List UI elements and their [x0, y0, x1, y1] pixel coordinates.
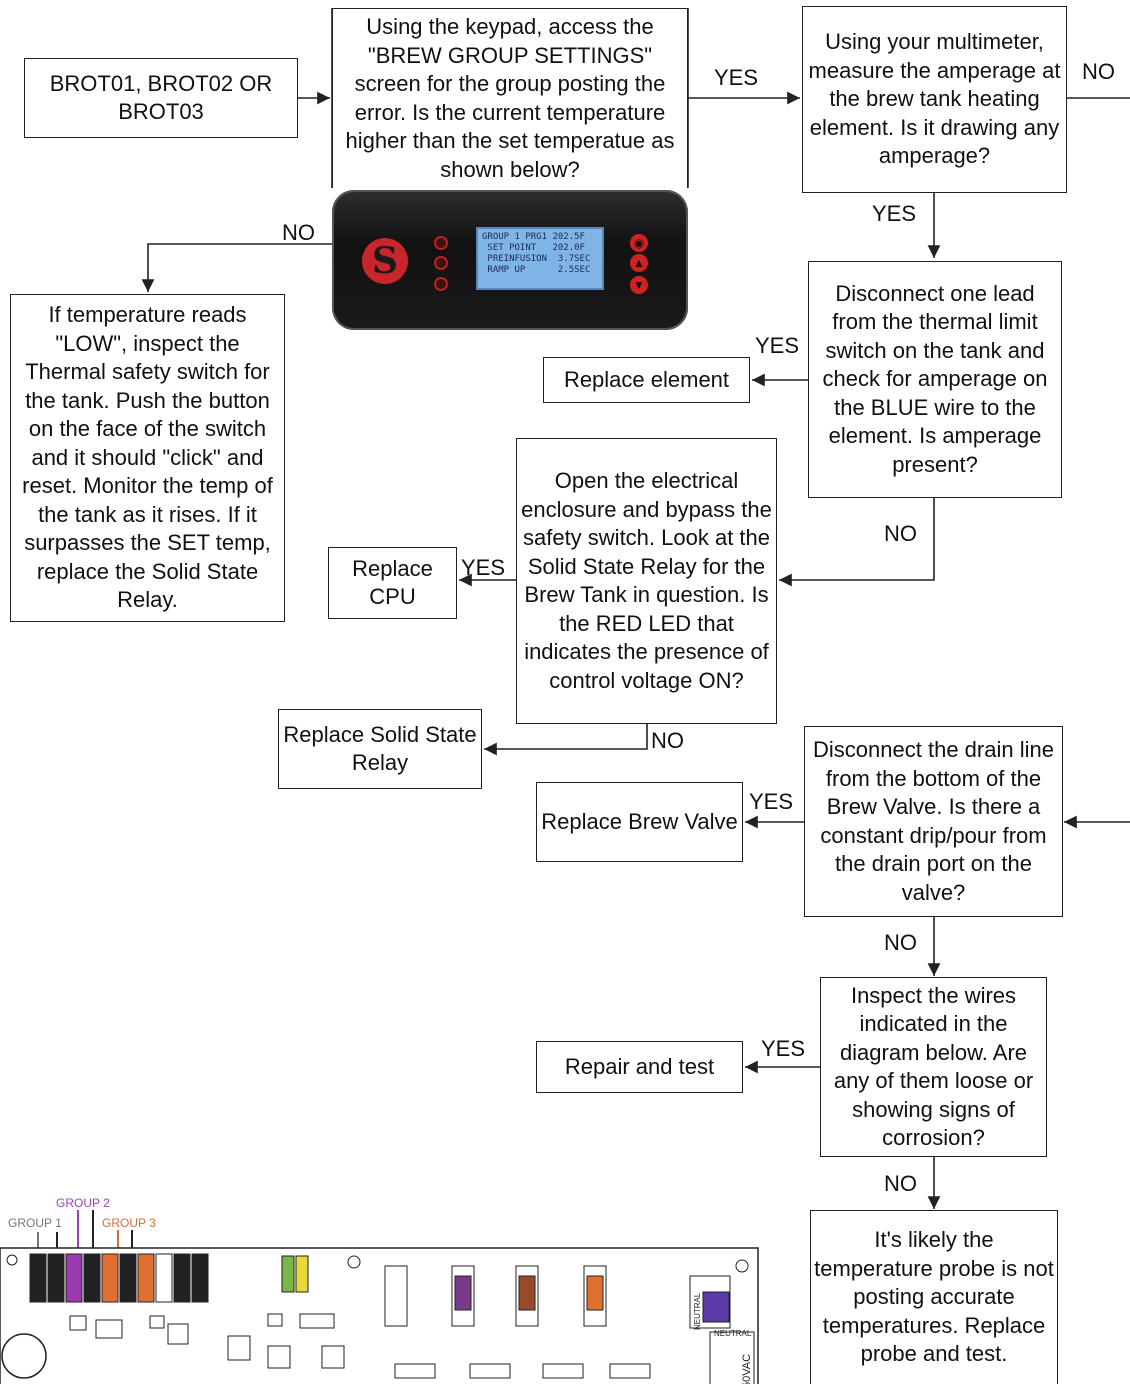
- group3-label: GROUP 3: [102, 1216, 156, 1230]
- yes-label-element: YES: [755, 333, 800, 358]
- yes-label-limit: YES: [872, 201, 917, 226]
- replace-element-box: Replace element: [543, 357, 750, 403]
- low-temperature-note: If temperature reads "LOW", inspect the …: [10, 294, 285, 622]
- no-label-temperature: NO: [282, 220, 315, 245]
- up-arrow-icon: ▲: [630, 254, 648, 272]
- no-label-relay: NO: [884, 521, 917, 546]
- yes-label-repair: YES: [761, 1036, 806, 1061]
- replace-brew-valve-box: Replace Brew Valve: [536, 782, 743, 862]
- neutral-label-vertical: NEUTRAL: [693, 1292, 702, 1330]
- vac-label: 50VAC: [741, 1354, 753, 1384]
- yes-label-valve: YES: [749, 789, 794, 814]
- no-label-probe: NO: [884, 1171, 917, 1196]
- wires-question: Inspect the wires indicated in the diagr…: [820, 977, 1047, 1157]
- lcd-line: RAMP UP 2.5SEC: [482, 265, 591, 275]
- no-label-ssr: NO: [651, 728, 684, 753]
- group1-label: GROUP 1: [8, 1216, 62, 1230]
- lcd-line: GROUP 1 PRG1 202.5F: [482, 232, 585, 242]
- lcd-screen: GROUP 1 PRG1 202.5F SET POINT 202.0F PRE…: [476, 227, 604, 290]
- group2-label: GROUP 2: [56, 1196, 110, 1210]
- amperage-question: Using your multimeter, measure the amper…: [802, 6, 1067, 193]
- yes-label-amperage: YES: [714, 65, 759, 90]
- down-arrow-icon: ▼: [630, 276, 648, 294]
- replace-probe-box: It's likely the temperature probe is not…: [810, 1210, 1058, 1384]
- repair-and-test-box: Repair and test: [536, 1041, 743, 1093]
- side-button-icon: [434, 236, 448, 250]
- no-label-wires: NO: [884, 930, 917, 955]
- lcd-line: PREINFUSION 3.7SEC: [482, 254, 591, 264]
- no-label-amperage: NO: [1082, 59, 1115, 84]
- keypad-display-photo: S GROUP 1 PRG1 202.5F SET POINT 202.0F P…: [332, 190, 688, 330]
- power-button-icon: ◉: [630, 234, 648, 252]
- thermal-limit-question: Disconnect one lead from the thermal lim…: [808, 261, 1062, 498]
- side-button-icon: [434, 256, 448, 270]
- side-button-icon: [434, 277, 448, 291]
- brand-logo-icon: S: [362, 238, 408, 284]
- replace-cpu-box: Replace CPU: [328, 547, 457, 619]
- drain-question: Disconnect the drain line from the botto…: [804, 726, 1063, 917]
- temperature-question: Using the keypad, access the "BREW GROUP…: [332, 8, 688, 188]
- yes-label-cpu: YES: [461, 555, 506, 580]
- control-board-diagram: GROUP 1 GROUP 2 GROUP 3 NEUTRA: [0, 1196, 759, 1384]
- relay-question: Open the electrical enclosure and bypass…: [516, 438, 777, 724]
- start-box: BROT01, BROT02 OR BROT03: [24, 58, 298, 138]
- lcd-line: SET POINT 202.0F: [482, 243, 585, 253]
- replace-ssr-box: Replace Solid State Relay: [278, 709, 482, 789]
- neutral-label: NEUTRAL: [714, 1329, 752, 1338]
